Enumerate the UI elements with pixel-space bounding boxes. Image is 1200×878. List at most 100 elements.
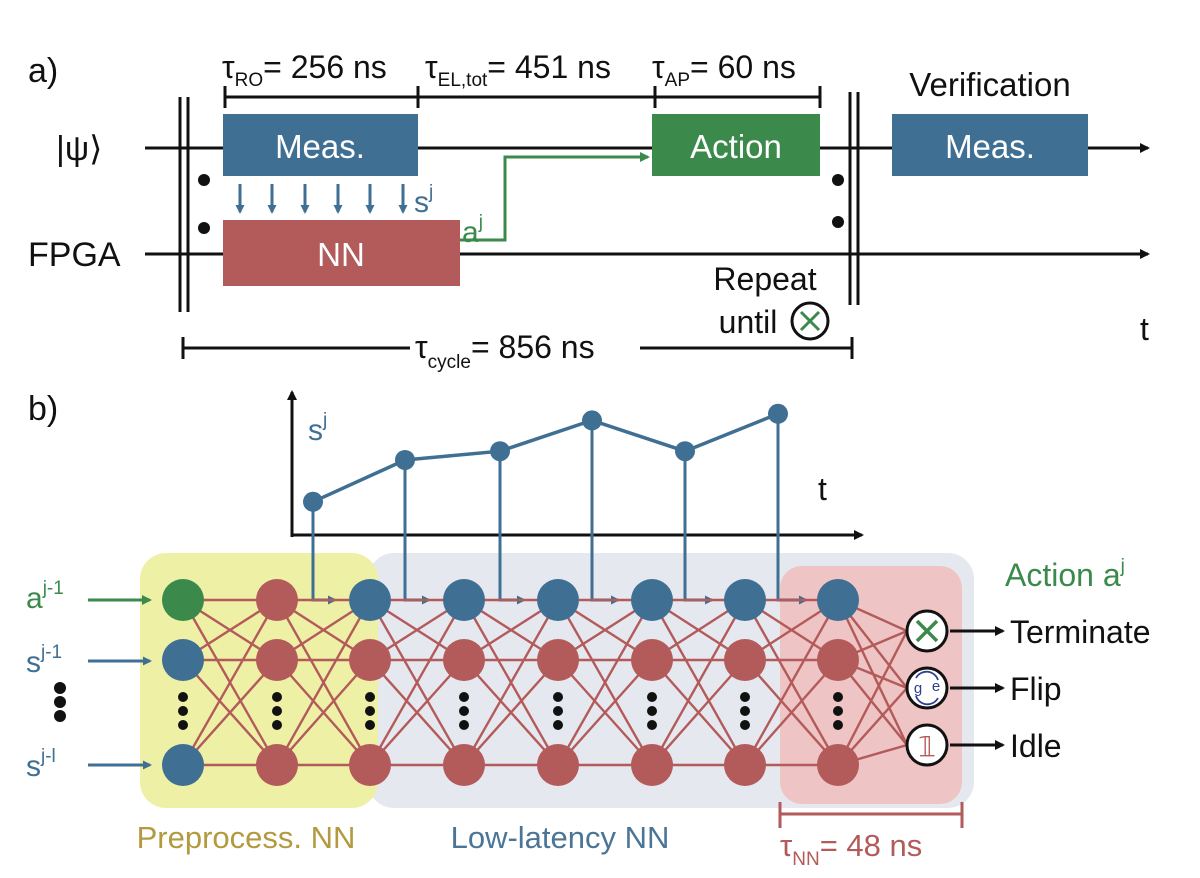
nn-ellipsis-dot [647, 706, 657, 716]
nn-block-label: NN [317, 236, 365, 273]
nn-ellipsis-dot [365, 706, 375, 716]
meas-block-label: Meas. [275, 128, 365, 165]
nn-node [443, 639, 485, 681]
series-line [312, 412, 779, 504]
nn-node [631, 744, 673, 786]
input-label-a: aj-1 [26, 578, 64, 615]
flip-output-icon: g e [905, 666, 949, 710]
low-latency-region-label: Low-latency NN [451, 820, 670, 855]
output-idle: Idle [1010, 728, 1062, 764]
nn-node [349, 579, 391, 621]
nn-node [162, 639, 204, 681]
tau-ro-label: τRO= 256 ns [222, 49, 387, 91]
nn-node [256, 639, 298, 681]
nn-ellipsis-dot [647, 692, 657, 702]
nn-ellipsis-dot [272, 692, 282, 702]
fpga-row-label: FPGA [28, 236, 121, 274]
timing-bracket [223, 86, 822, 108]
svg-text:g: g [914, 680, 922, 697]
loop-dot [832, 174, 844, 186]
nn-node [256, 744, 298, 786]
data-point [303, 491, 323, 512]
cycle-bars [178, 92, 860, 312]
nn-ellipsis-dot [178, 706, 188, 716]
nn-time-bracket [778, 802, 964, 828]
repeat-label: Repeat [713, 261, 816, 297]
nn-edge [650, 599, 747, 766]
preprocess-region-label: Preprocess. NN [137, 820, 356, 855]
network-nodes [162, 579, 859, 786]
nn-ellipsis-dot [272, 720, 282, 730]
t-axis-label-a: t [1140, 311, 1149, 347]
loop-dot [198, 174, 210, 186]
nn-edge [556, 599, 654, 766]
panel-b-label: b) [28, 390, 58, 428]
svg-text:𝟙: 𝟙 [918, 731, 936, 762]
output-terminate: Terminate [1010, 614, 1151, 650]
nn-ellipsis-dot [178, 720, 188, 730]
meas-block [223, 114, 418, 176]
nn-edge [836, 630, 909, 766]
tau-ap-label: τAP= 60 ns [652, 49, 796, 91]
verify-meas-label: Meas. [945, 128, 1035, 165]
nn-ellipsis-dot [459, 692, 469, 702]
a-j-label: aj [462, 212, 483, 249]
nn-node [349, 744, 391, 786]
tau-el-label: τEL,tot= 451 ns [425, 49, 611, 91]
data-point [582, 410, 602, 431]
nn-ellipsis-dot [459, 720, 469, 730]
input-label-sl: sj-l [26, 746, 56, 783]
svg-text:e: e [932, 678, 940, 695]
nn-node [162, 579, 204, 621]
output-flip: Flip [1010, 671, 1062, 707]
psi-row-label: |ψ⟩ [56, 130, 102, 168]
nn-node [443, 744, 485, 786]
nn-node [349, 639, 391, 681]
tau-cycle-label: τcycle= 856 ns [415, 329, 595, 373]
nn-ellipsis-dot [740, 692, 750, 702]
data-point [395, 450, 415, 470]
nn-edge [182, 659, 278, 766]
nn-ellipsis-dot [365, 720, 375, 730]
nn-node [724, 639, 766, 681]
s-j-label: sj [414, 182, 433, 219]
nn-ellipsis-dot [553, 720, 563, 730]
nn-ellipsis-dot [553, 692, 563, 702]
tau-nn-label: τNN= 48 ns [780, 828, 922, 870]
nn-edge [368, 599, 466, 766]
nn-node [443, 579, 485, 621]
nn-ellipsis-dot [740, 720, 750, 730]
nn-edge [651, 659, 746, 766]
loop-dot [832, 216, 844, 228]
idle-output-icon: 𝟙 [905, 723, 949, 767]
action-block [652, 114, 820, 176]
data-point [768, 403, 788, 424]
nn-ellipsis-dot [647, 720, 657, 730]
nn-ellipsis-dot [459, 706, 469, 716]
nn-ellipsis-dot [178, 692, 188, 702]
nn-ellipsis-dot [272, 706, 282, 716]
plot-x-label: t [818, 471, 827, 507]
nn-node [724, 579, 766, 621]
action-arrow [460, 152, 650, 242]
nn-edge [836, 599, 909, 746]
terminate-icon [790, 301, 830, 341]
nn-node [724, 744, 766, 786]
nn-edge [369, 659, 465, 766]
action-block-label: Action [690, 128, 782, 165]
nn-ellipsis-dot [365, 692, 375, 702]
terminate-output-icon [905, 609, 949, 653]
until-label: until [719, 304, 778, 340]
plot-y-label: sj [308, 410, 327, 447]
nn-ellipsis-dot [833, 692, 843, 702]
cycle-bracket [181, 337, 854, 359]
data-point [490, 441, 510, 462]
nn-node [817, 579, 859, 621]
nn-edge [463, 659, 559, 766]
nn-edge [462, 599, 560, 766]
nn-node [162, 744, 204, 786]
nn-ellipsis-dot [553, 706, 563, 716]
nn-node [537, 639, 579, 681]
nn-node [537, 579, 579, 621]
